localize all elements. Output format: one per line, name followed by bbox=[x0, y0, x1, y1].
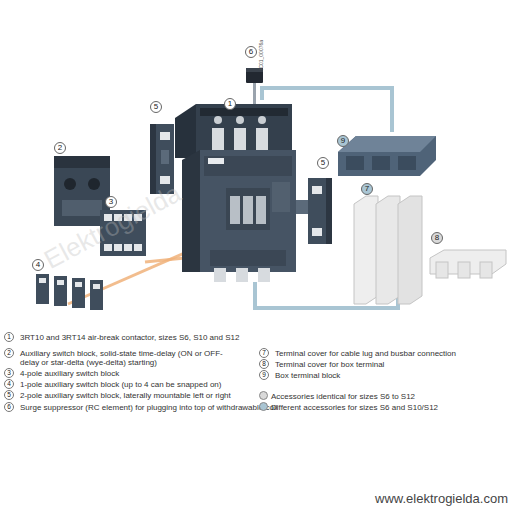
list-number: 3 bbox=[4, 368, 14, 378]
callout-number: 5 bbox=[317, 157, 329, 169]
part-description: Auxiliary switch block, solid-state time… bbox=[20, 349, 225, 367]
callout-number: 9 bbox=[337, 135, 349, 147]
figure-id: IC01_00076a bbox=[258, 30, 264, 70]
auxiliary-block-1pole bbox=[36, 274, 103, 310]
legend-swatch bbox=[259, 391, 268, 400]
list-number: 7 bbox=[259, 348, 269, 358]
callout-number: 3 bbox=[105, 196, 117, 208]
legend-text: Accessories identical for sizes S6 to S1… bbox=[271, 392, 415, 401]
callout-number: 6 bbox=[245, 46, 257, 58]
list-number: 2 bbox=[4, 348, 14, 358]
legend-swatch bbox=[259, 402, 268, 411]
legend-text: Different accessories for sizes S6 and S… bbox=[271, 403, 438, 412]
terminal-cover bbox=[354, 196, 422, 304]
auxiliary-block-2pole bbox=[296, 178, 332, 244]
terminal-cover-box bbox=[430, 250, 506, 278]
part-description: Terminal cover for box terminal bbox=[275, 360, 510, 369]
part-description: Box terminal block bbox=[275, 371, 510, 380]
callout-number: 7 bbox=[361, 183, 373, 195]
callout-number: 1 bbox=[224, 98, 236, 110]
part-description: Terminal cover for cable lug and busbar … bbox=[275, 349, 510, 358]
list-number: 9 bbox=[259, 370, 269, 380]
part-description: 1-pole auxiliary switch block (up to 4 c… bbox=[20, 380, 260, 389]
footer-url: www.elektrogielda.com bbox=[300, 492, 508, 506]
box-terminal-block bbox=[338, 136, 436, 176]
callout-number: 8 bbox=[431, 232, 443, 244]
list-number: 6 bbox=[4, 402, 14, 412]
part-description: 2-pole auxiliary switch block, laterally… bbox=[20, 391, 260, 400]
list-number: 5 bbox=[4, 390, 14, 400]
legend-entry: Different accessories for sizes S6 and S… bbox=[259, 403, 509, 413]
list-number: 8 bbox=[259, 359, 269, 369]
part-description: 4-pole auxiliary switch block bbox=[20, 369, 260, 378]
part-description: Surge suppressor (RC element) for pluggi… bbox=[20, 403, 265, 412]
legend-entry: Accessories identical for sizes S6 to S1… bbox=[259, 392, 509, 402]
callout-number: 2 bbox=[54, 142, 66, 154]
list-number: 4 bbox=[4, 379, 14, 389]
callout-number: 5 bbox=[150, 101, 162, 113]
contactor-body bbox=[175, 104, 296, 282]
list-number: 1 bbox=[4, 332, 14, 342]
part-description: 3RT10 and 3RT14 air-break contactor, siz… bbox=[20, 333, 260, 342]
callout-number: 4 bbox=[32, 259, 44, 271]
